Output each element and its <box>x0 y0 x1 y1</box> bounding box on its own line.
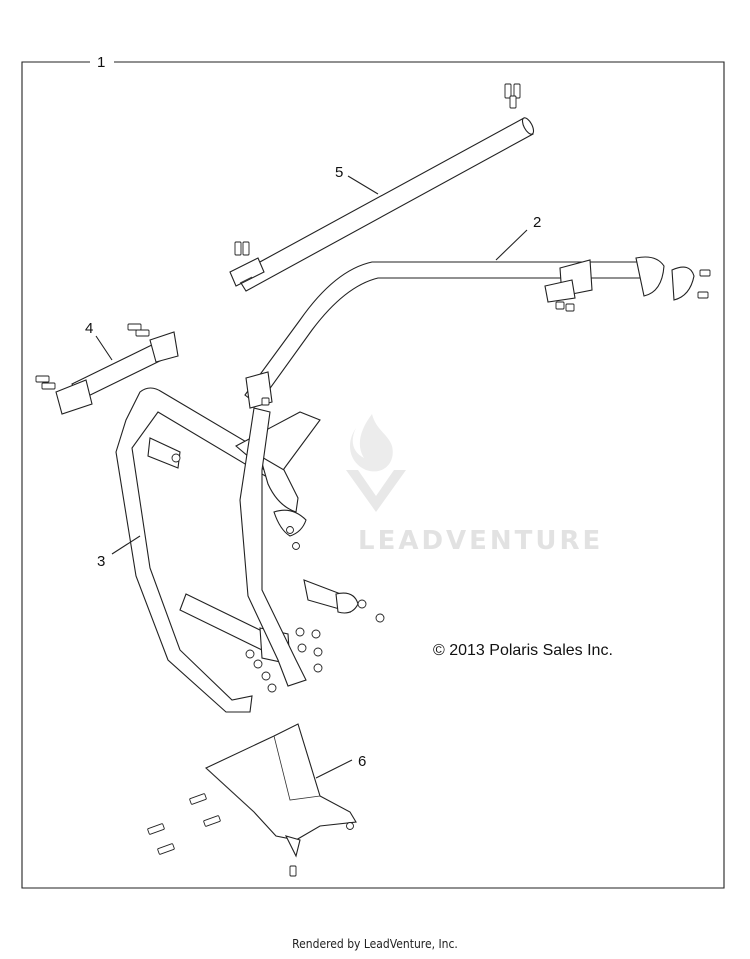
leader-lines <box>95 175 528 779</box>
part-4-brace-short[interactable] <box>35 323 179 415</box>
rear-leg <box>239 407 385 687</box>
bolt-icon <box>147 793 354 877</box>
callout-labels: 1 2 3 4 5 6 <box>85 54 541 770</box>
callout-4: 4 <box>85 320 93 337</box>
bolt-icon <box>234 83 521 256</box>
bolt-icon <box>261 269 711 406</box>
part-6-mount-bracket[interactable] <box>147 723 357 877</box>
bolt-icon <box>295 599 385 673</box>
callout-3: 3 <box>97 553 105 570</box>
part-5-brace-long[interactable] <box>229 83 536 292</box>
bolt-icon <box>35 323 150 390</box>
callout-2: 2 <box>533 214 541 231</box>
callout-5: 5 <box>335 164 343 181</box>
frame-box <box>21 61 725 889</box>
callout-1: 1 <box>97 54 105 71</box>
footer-credit: Rendered by LeadVenture, Inc. <box>292 937 458 951</box>
bolt-icon <box>171 453 300 693</box>
watermark-text: LEADVENTURE <box>358 526 603 556</box>
part-2-upper-cross-bar[interactable] <box>244 256 711 409</box>
watermark-logo: LEADVENTURE <box>346 414 603 556</box>
callout-6: 6 <box>358 753 366 770</box>
copyright-notice: © 2013 Polaris Sales Inc. <box>433 642 613 659</box>
